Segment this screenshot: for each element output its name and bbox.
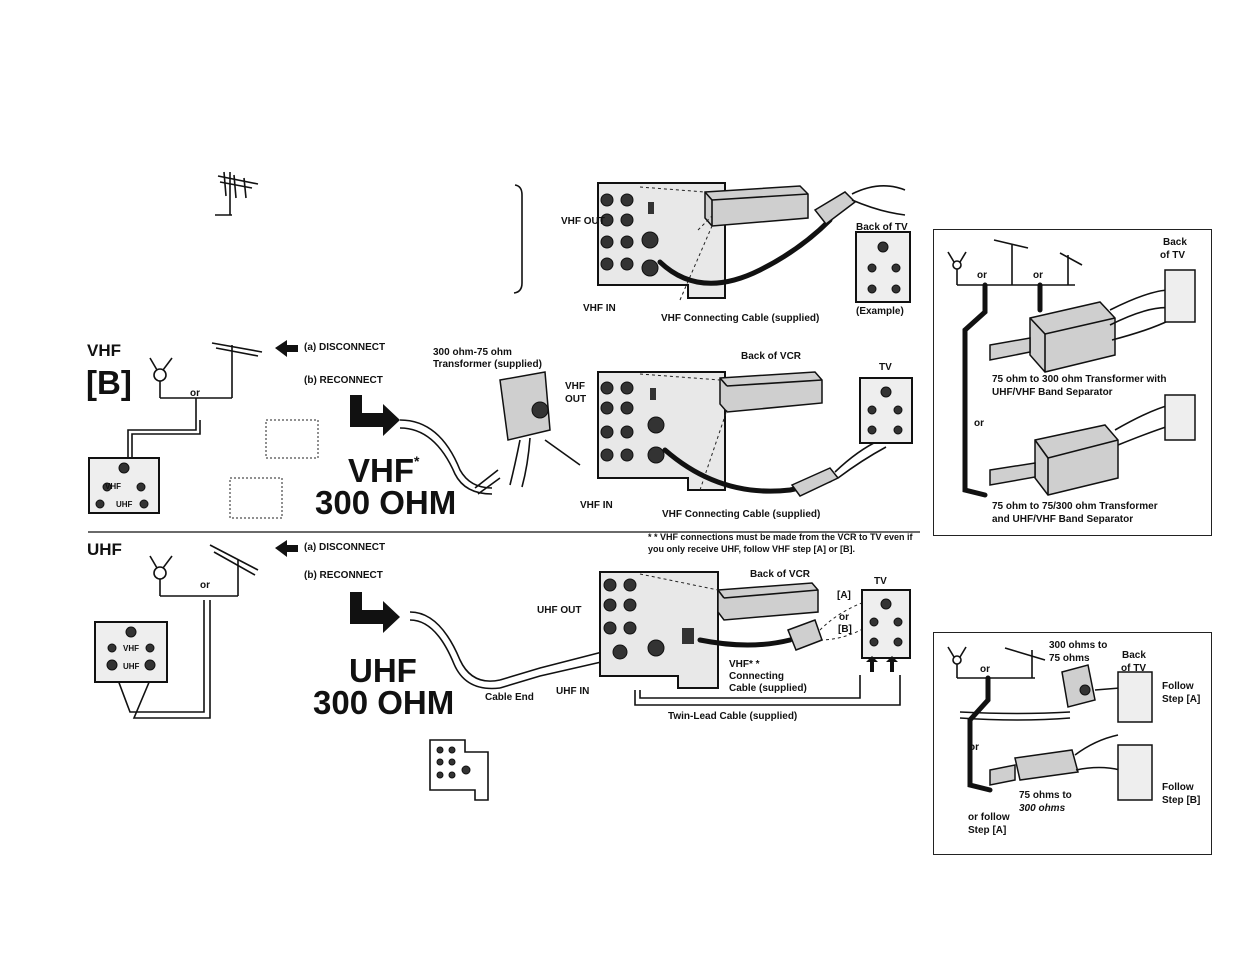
uhf-in-label: UHF IN [556,686,590,697]
vhf-back-of-vcr-label: Back of VCR [741,351,802,362]
box2-of-tv-label: of TV [1121,663,1146,674]
top-back-of-tv-label: Back of TV [856,222,908,233]
box2-ohms2-line2: 300 ohms [1019,803,1066,814]
top-vcr-back-panel [597,182,726,299]
uhf-vhf-note: * * VHF connections must be made from th… [648,532,913,554]
top-vhf-in-label: VHF IN [583,303,616,314]
uhf-vhf-cable-line3: Cable (supplied) [729,683,807,694]
box2-back-label: Back [1122,650,1146,661]
box1-or-label-1: or [977,270,987,281]
vhf-section-heading: VHF [87,341,121,360]
vhf-plate-uhf-label: UHF [116,500,133,509]
box2-follow-a-line2: Step [A] [1162,694,1201,705]
uhf-tv-label: TV [874,576,887,587]
box2-or-label-2: or [969,742,979,753]
top-antenna-icon [215,171,259,216]
box2-or-label-1: or [980,664,990,675]
uhf-cable-end-icon [409,611,611,690]
uhf-out-label: UHF OUT [537,605,582,616]
vhf-300ohm-title-line2: 300 OHM [315,484,457,521]
uhf-antenna-icons [149,544,259,597]
box2-ohms-line2: 75 ohms [1049,653,1090,664]
tv-edge-bracket [513,184,523,294]
box1-of-tv-label: of TV [1160,250,1185,261]
uhf-vhf-cable-line1: VHF* * [729,659,760,670]
box2-ohms2-line1: 75 ohms to [1019,790,1072,801]
box2-follow-b-line1: Follow [1162,782,1194,793]
vhf-antenna-icons [149,342,263,420]
vhf-plate-vhf-label: VHF [105,482,121,491]
top-vhf-out-label: VHF OUT [561,216,605,227]
vhf-cable-label: VHF Connecting Cable (supplied) [662,509,821,520]
vhf-reconnect-arrow-icon [350,395,400,436]
bottom-tv-back-panel [861,589,911,659]
uhf-reconnect-arrow-icon [350,592,400,633]
vhf-plate-inset-2 [229,477,283,519]
uhf-or-mid-label: or [839,612,849,623]
vhf-reconnect-label: (b) RECONNECT [304,375,383,386]
middle-vcr-unit-icon [719,371,823,413]
vhf-out-label-line2: OUT [565,394,587,405]
vhf-plate-inset-1 [265,419,319,459]
top-tv-back-panel [855,231,911,303]
uhf-back-of-vcr-label: Back of VCR [750,569,811,580]
uhf-disconnect-label: (a) DISCONNECT [304,542,386,553]
uhf-reconnect-label: (b) RECONNECT [304,570,383,581]
uhf-plate-vhf-label: VHF [123,644,139,653]
box2-ohms-line1: 300 ohms to [1049,640,1108,651]
vhf-cable-end-icon [399,419,501,495]
vhf-twin-lead-wire [127,420,201,458]
top-vcr-unit-icon [704,185,809,227]
top-vhf-cable-label: VHF Connecting Cable (supplied) [661,313,820,324]
small-inset-vcr-panel [429,739,489,801]
transformer-300-75-icon [499,371,581,488]
box2-or-follow-line2: Step [A] [968,825,1007,836]
twin-lead-cable-label: Twin-Lead Cable (supplied) [668,711,798,722]
vhf-tv-label: TV [879,362,892,373]
bottom-vcr-back-panel [599,571,719,689]
vhf-wall-plate [88,457,160,514]
twin-lead-cable-line [634,675,901,706]
box1-or-label-3: or [974,418,984,429]
middle-vcr-back-panel [597,371,726,491]
vhf-300ohm-title-line1: VHF* [348,452,420,489]
vhf-in-label: VHF IN [580,500,613,511]
vhf-out-label-line1: VHF [565,381,585,392]
uhf-wall-plate [94,621,168,683]
alt-connection-box-1 [933,229,1212,536]
box1-transformer1-line2: UHF/VHF Band Separator [992,387,1113,398]
box1-transformer1-line1: 75 ohm to 300 ohm Transformer with [992,374,1167,385]
top-example-label: (Example) [856,306,904,317]
uhf-300ohm-title-line1: UHF [349,652,417,689]
box2-follow-a-line1: Follow [1162,681,1194,692]
box1-transformer2-line1: 75 ohm to 75/300 ohm Transformer [992,501,1158,512]
right-box2-artwork [947,646,1153,801]
uhf-plate-uhf-label: UHF [123,662,140,671]
box2-follow-b-line2: Step [B] [1162,795,1201,806]
box1-transformer2-line2: and UHF/VHF Band Separator [992,514,1134,525]
middle-tv-back-panel [859,377,913,444]
bottom-vcr-unit-icon [717,582,819,621]
box2-or-follow-line1: or follow [968,812,1010,823]
alt-connection-box-2 [933,632,1212,855]
uhf-vhf-cable-line2: Connecting [729,671,784,682]
box1-or-label-2: or [1033,270,1043,281]
uhf-section-heading: UHF [87,540,122,559]
box1-back-label: Back [1163,237,1187,248]
transformer-label: 300 ohm-75 ohm Transformer (supplied) [433,347,542,370]
vhf-disconnect-arrow-icon [275,340,298,357]
vhf-step-b-heading: [B] [86,364,132,401]
uhf-300ohm-title-line2: 300 OHM [313,684,455,721]
step-a-label: [A] [837,590,851,601]
vhf-disconnect-label: (a) DISCONNECT [304,342,386,353]
step-b-label: [B] [838,624,852,635]
uhf-twin-lead-wire [117,600,211,719]
right-box1-artwork [947,239,1196,498]
uhf-or-label: or [200,580,210,591]
cable-end-label: Cable End [485,692,534,703]
vhf-or-label: or [190,388,200,399]
uhf-disconnect-arrow-icon [275,540,298,557]
